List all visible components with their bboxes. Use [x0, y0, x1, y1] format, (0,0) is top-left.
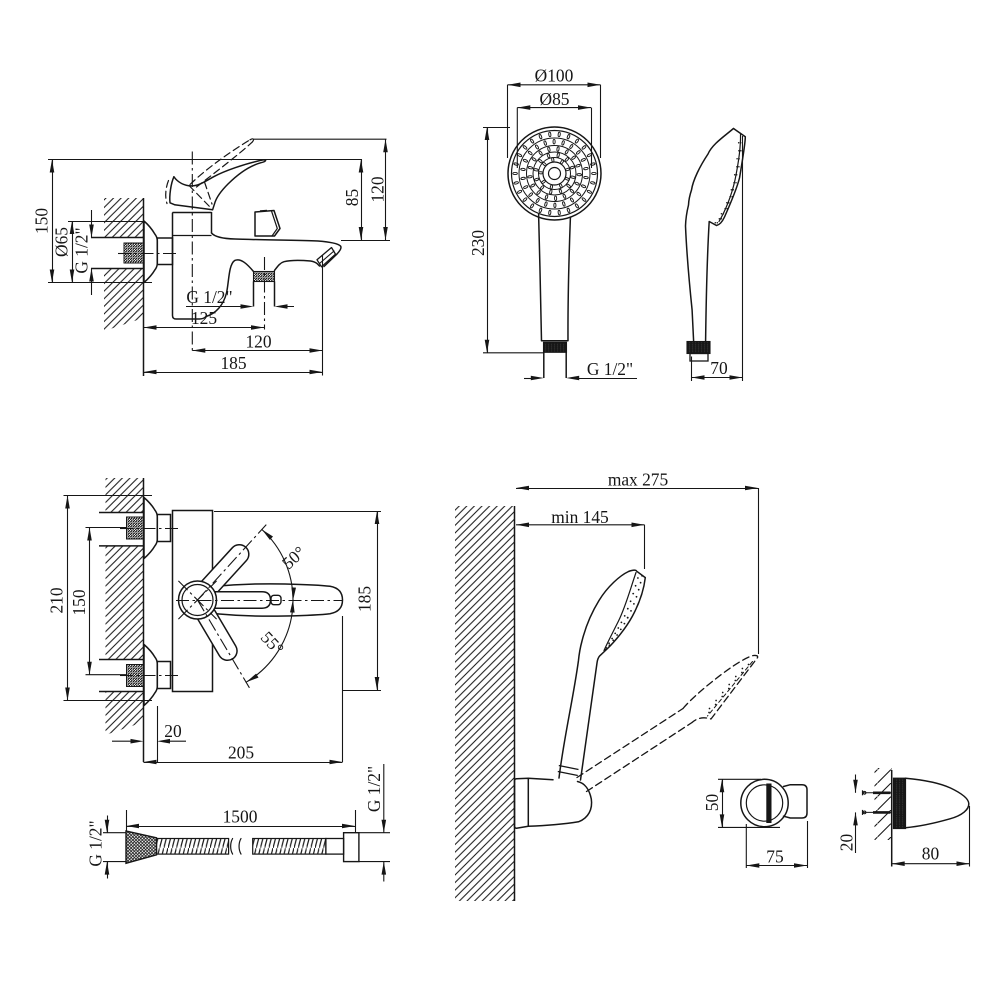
svg-text:120: 120 — [368, 176, 388, 202]
svg-text:G 1/2": G 1/2" — [364, 766, 384, 812]
svg-text:120: 120 — [245, 332, 271, 352]
svg-text:Ø85: Ø85 — [540, 89, 570, 109]
svg-text:210: 210 — [47, 587, 67, 613]
svg-text:Ø65: Ø65 — [52, 227, 72, 257]
svg-text:G 1/2": G 1/2" — [587, 359, 633, 379]
svg-text:50: 50 — [702, 794, 722, 812]
svg-text:230: 230 — [468, 230, 488, 256]
svg-text:205: 205 — [228, 743, 254, 763]
svg-text:20: 20 — [837, 834, 857, 852]
svg-text:Ø100: Ø100 — [535, 66, 574, 86]
svg-text:max 275: max 275 — [608, 470, 669, 490]
svg-text:G 1/2": G 1/2" — [86, 820, 106, 866]
svg-text:125: 125 — [191, 308, 217, 328]
svg-text:80: 80 — [922, 844, 940, 864]
svg-text:185: 185 — [220, 353, 246, 373]
svg-text:20: 20 — [164, 721, 182, 741]
svg-text:150: 150 — [69, 589, 89, 615]
svg-text:85: 85 — [342, 189, 362, 207]
svg-text:G 1/2": G 1/2" — [72, 227, 92, 273]
svg-text:1500: 1500 — [223, 807, 258, 827]
svg-text:70: 70 — [710, 358, 728, 378]
svg-text:G 1/2": G 1/2" — [186, 287, 232, 307]
svg-text:75: 75 — [766, 847, 784, 867]
svg-text:150: 150 — [32, 208, 52, 234]
svg-text:min 145: min 145 — [551, 507, 609, 527]
svg-text:185: 185 — [355, 586, 375, 612]
